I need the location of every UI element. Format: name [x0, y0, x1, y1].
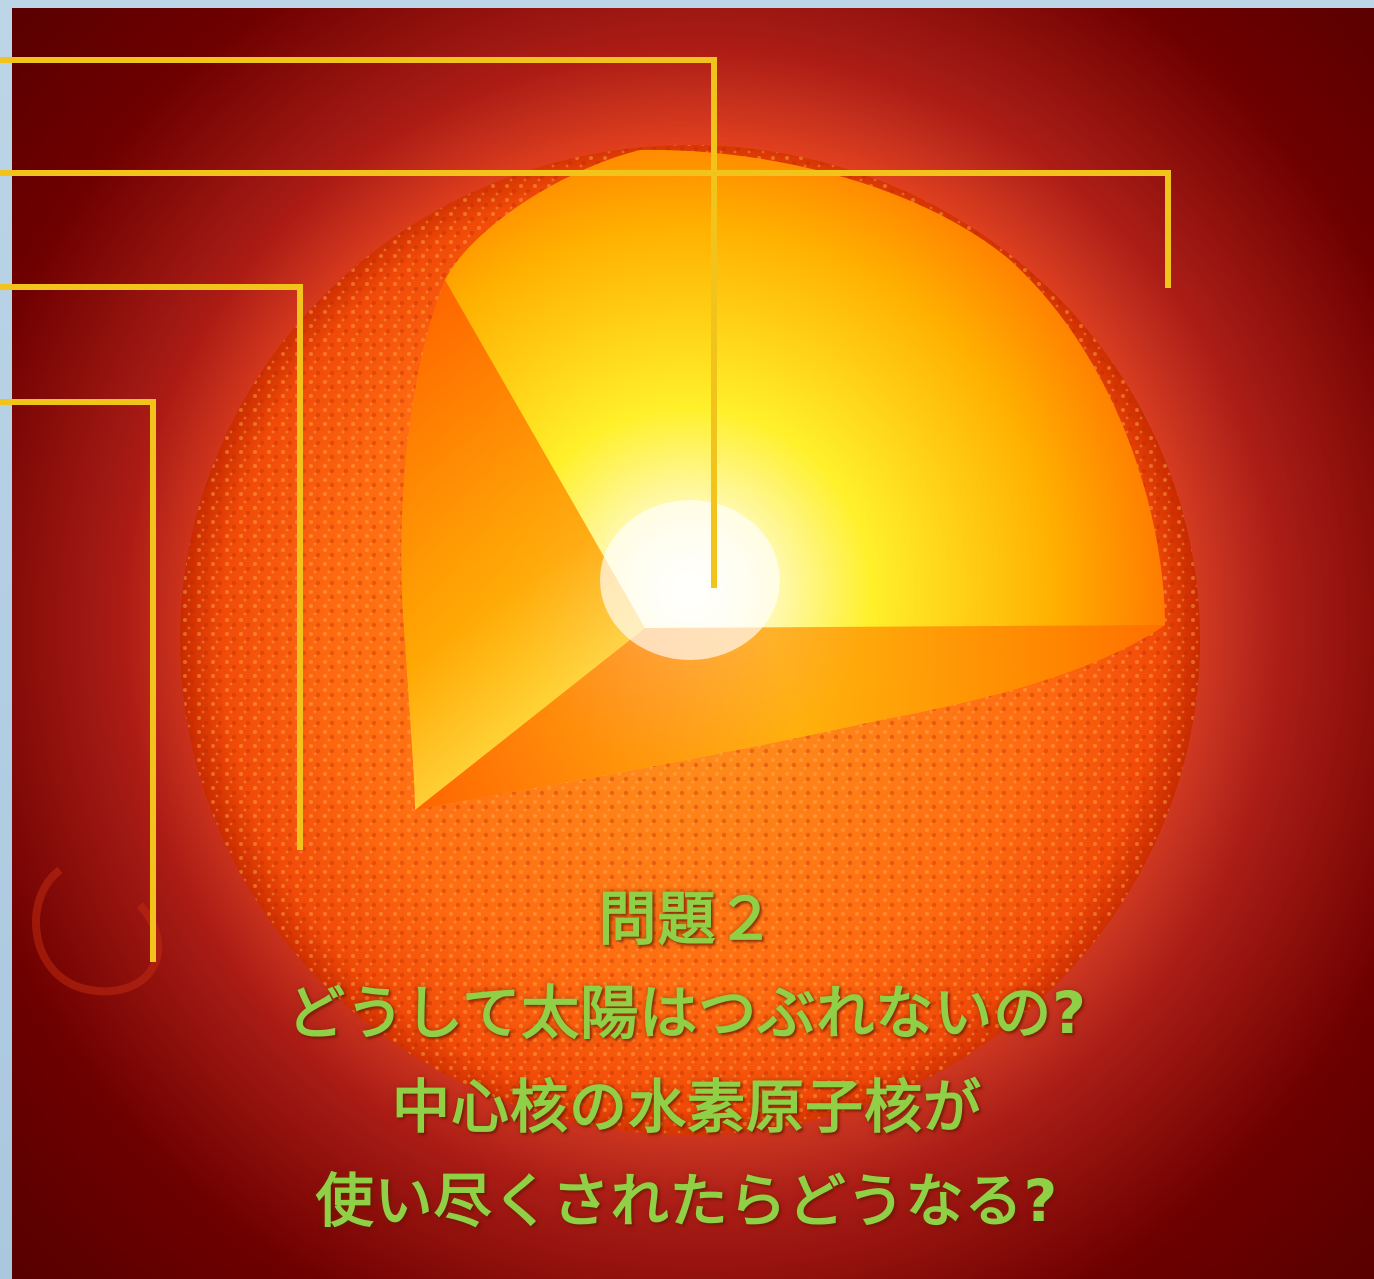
- caption-question-1: どうして太陽はつぶれないの?: [287, 979, 1087, 1047]
- caption-title: 問題２: [598, 885, 776, 953]
- core-highlight: [600, 500, 780, 660]
- leader-lines: [0, 57, 1171, 962]
- solar-prominence: [32, 866, 163, 996]
- leader-line-radiative-zone: [0, 284, 303, 850]
- caption-question-2b: 使い尽くされたらどうなる?: [315, 1167, 1059, 1235]
- caption-question-2a: 中心核の水素原子核が: [391, 1073, 982, 1141]
- leader-line-core: [0, 57, 717, 588]
- cutaway-left-wall: [401, 280, 645, 810]
- question-caption: 問題２ どうして太陽はつぶれないの? 中心核の水素原子核が 使い尽くされたらどう…: [0, 872, 1374, 1248]
- leader-line-convective-zone: [0, 399, 156, 962]
- cutaway-bottom-wall: [415, 625, 1165, 810]
- leader-line-surface: [0, 170, 1171, 288]
